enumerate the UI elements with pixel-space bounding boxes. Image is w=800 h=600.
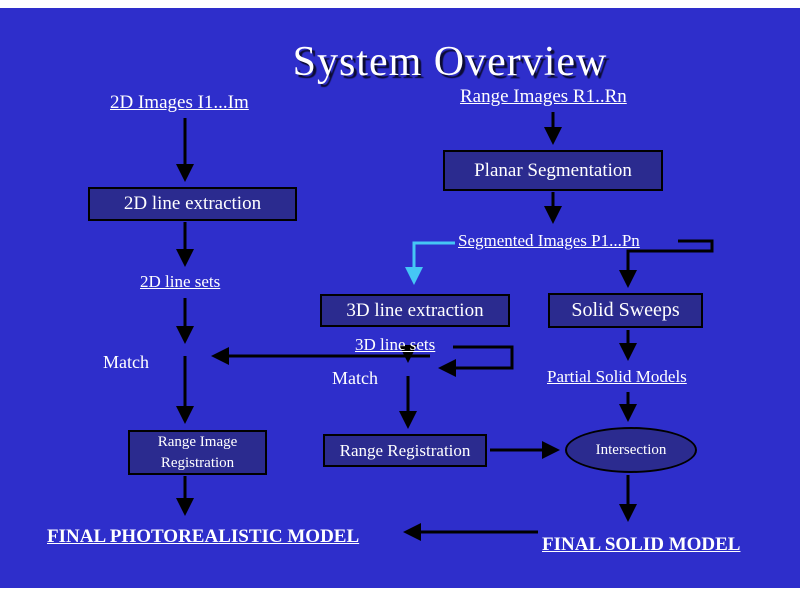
box-2d-line-extraction-label: 2D line extraction: [123, 193, 262, 214]
label-range-images: Range Images R1..Rn: [460, 86, 627, 107]
label-3d-line-sets: 3D line sets: [355, 335, 436, 354]
ellipse-intersection: Intersection: [565, 427, 697, 473]
label-final-solid-model: FINAL SOLID MODEL: [542, 534, 741, 555]
box-range-registration: Range Registration: [323, 434, 487, 467]
ellipse-intersection-label: Intersection: [595, 441, 667, 458]
box-range-image-registration-label: Range Image Registration: [157, 434, 238, 471]
label-2d-line-sets: 2D line sets: [140, 272, 221, 291]
label-final-photorealistic-model: FINAL PHOTOREALISTIC MODEL: [47, 526, 360, 547]
label-match-middle: Match: [332, 368, 378, 388]
label-match-left: Match: [103, 352, 149, 372]
box-3d-line-extraction-label: 3D line extraction: [346, 299, 484, 321]
box-planar-segmentation-label: Planar Segmentation: [474, 159, 632, 181]
box-2d-line-extraction: 2D line extraction: [88, 187, 297, 221]
page-title: System Overview: [292, 39, 608, 85]
label-partial-solid-models: Partial Solid Models: [547, 367, 687, 386]
box-3d-line-extraction: 3D line extraction: [320, 294, 510, 327]
box-solid-sweeps-label: Solid Sweeps: [571, 299, 680, 321]
label-segmented-images: Segmented Images P1...Pn: [458, 231, 640, 250]
box-planar-segmentation: Planar Segmentation: [443, 150, 663, 191]
box-solid-sweeps: Solid Sweeps: [548, 293, 703, 328]
box-range-registration-label: Range Registration: [339, 440, 471, 460]
label-2d-images: 2D Images I1...Im: [110, 92, 249, 113]
box-range-image-registration: Range Image Registration: [128, 430, 267, 475]
